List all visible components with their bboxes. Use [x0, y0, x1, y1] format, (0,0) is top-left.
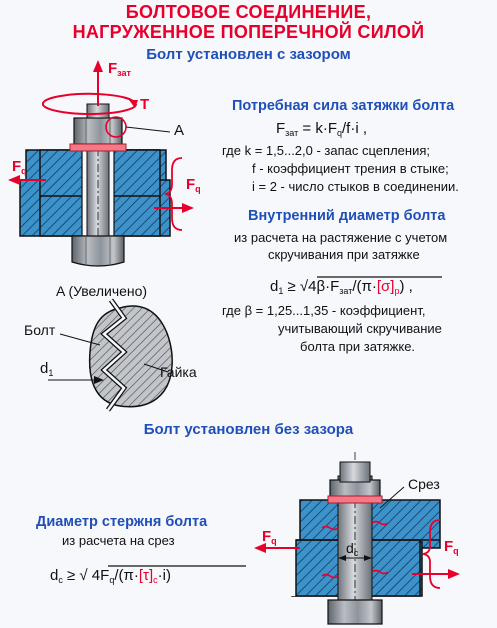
bolt-head-2 [327, 599, 383, 625]
inner-diameter-desc-1: из расчета на растяжение с учетом [234, 230, 448, 245]
title-line-1: БОЛТОВОЕ СОЕДИНЕНИЕ, [125, 2, 372, 22]
shank-diameter-heading: Диаметр стержня болта [36, 514, 208, 530]
bolt-without-clearance-drawing [108, 276, 460, 625]
where-line-1: где k = 1,5...2,0 - запас сцепления; [222, 143, 430, 158]
nut [73, 117, 123, 145]
nut-label: Гайка [160, 364, 197, 380]
shear-label: Срез [408, 476, 440, 492]
shank-diameter-desc: из расчета на срез [62, 533, 175, 548]
inner-diameter-desc-2: скручивания при затяжке [268, 247, 420, 262]
detail-title: A (Увеличено) [56, 283, 148, 299]
inner-diameter-heading: Внутренний диаметр болта [248, 208, 446, 224]
inner-diameter-formula: d1 ≥ √4β·Fзат/(π·[σ]р) , [270, 278, 413, 296]
where-line-2: f - коэффициент трения в стыке; [252, 161, 449, 176]
bolt-label: Болт [24, 322, 56, 338]
shank-diameter-formula: dc ≥ √ 4Fq/(π·[τ]c·i) [50, 567, 171, 585]
force-label-right: Fq [186, 176, 201, 194]
detail-marker-label: A [174, 122, 185, 139]
nut-leader [143, 363, 169, 373]
title-line-2: НАГРУЖЕННОЕ ПОПЕРЕЧНОЙ СИЛОЙ [72, 22, 425, 42]
bolt-with-clearance-drawing [8, 60, 194, 267]
torque-arrow [41, 92, 135, 113]
tightening-force-heading: Потребная сила затяжки болта [232, 98, 455, 114]
bolt-leader [59, 333, 101, 346]
section2-heading: Болт установлен без зазора [143, 421, 354, 438]
bolt-head [71, 235, 125, 267]
thread-detail-drawing [48, 298, 173, 412]
force-label-right-2: Fq [444, 538, 459, 556]
beta-line-3: болта при затяжке. [300, 339, 416, 354]
thread-diameter-label: d1 [40, 360, 54, 378]
beta-line-1: где β = 1,25...1,35 - коэффициент, [222, 303, 426, 318]
shank-diameter-dim-label: dc [346, 540, 359, 558]
shear-leader [379, 486, 405, 509]
shear-line-2 [371, 569, 389, 575]
force-label-left-2: Fq [262, 528, 277, 546]
shear-line-1 [371, 520, 389, 526]
tightening-force-formula: Fзат = k·Fq/f·i , [276, 120, 368, 138]
washer [69, 143, 127, 152]
tension-force-label: Fзат [108, 60, 131, 78]
torque-label: T [140, 96, 150, 113]
beta-line-2: учитывающий скручивание [278, 321, 442, 336]
where-line-3: i = 2 - число стыков в соединении. [252, 179, 459, 194]
section1-heading: Болт установлен с зазором [146, 46, 351, 63]
force-label-left: Fq [12, 158, 27, 176]
washer-2 [327, 495, 383, 504]
